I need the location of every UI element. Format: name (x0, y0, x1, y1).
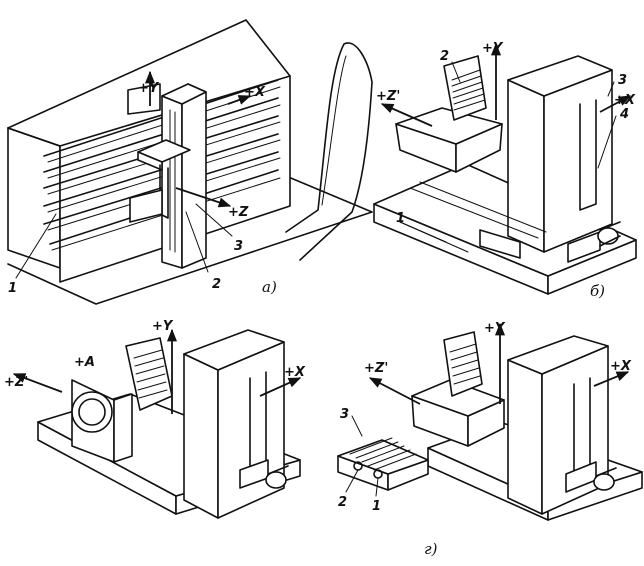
panel-g: +Y +Z' +X 3 2 1 г) (337, 321, 643, 558)
panel-a: +Y +X +Z 1 2 3 а) (7, 19, 373, 305)
axis-label-x-a: +X (244, 85, 266, 100)
axis-label-y-b: +Y (482, 41, 504, 56)
callout-3-g: 3 (340, 407, 349, 422)
axis-label-x-v: +X (284, 365, 306, 380)
axis-label-z-v: +Z' (4, 375, 28, 390)
axis-label-a-v: +A (74, 355, 95, 370)
callout-3-b: 3 (618, 73, 627, 88)
callout-4-b: 4 (619, 107, 629, 122)
callout-2-a: 2 (212, 277, 221, 292)
axis-label-x-b: +X (614, 93, 636, 108)
caption-a: а) (262, 278, 277, 296)
axis-label-z-b: +Z' (376, 89, 400, 104)
panel-b: +Y +Z' +X 2 3 4 1 б) (373, 41, 637, 300)
callout-1-a: 1 (8, 281, 17, 296)
axis-label-y-a: +Y (138, 81, 160, 96)
callout-1-g: 1 (372, 499, 381, 514)
callout-2-g: 2 (338, 495, 347, 510)
axis-label-y-v: +Y (152, 319, 174, 334)
caption-b: б) (590, 282, 605, 300)
axis-label-z-a: +Z (228, 205, 249, 220)
callout-2-b: 2 (440, 49, 449, 64)
axis-label-x-g: +X (610, 359, 632, 374)
callout-3-a: 3 (234, 239, 243, 254)
axis-label-z-g: +Z' (364, 361, 388, 376)
panel-v: +Y +Z' +X +A (4, 319, 306, 519)
caption-g: г) (424, 540, 438, 558)
axis-label-y-g: +Y (484, 321, 506, 336)
callout-1-b: 1 (396, 211, 405, 226)
